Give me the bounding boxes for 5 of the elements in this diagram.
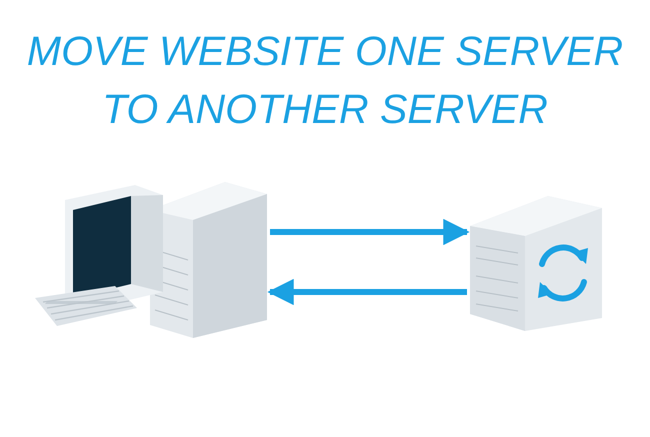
arrow (270, 218, 470, 246)
arrow (267, 278, 467, 306)
title: MOVE WEBSITE ONE SERVER TO ANOTHER SERVER (26, 27, 624, 134)
computer-drawing (35, 180, 267, 338)
server-drawing (470, 196, 602, 331)
